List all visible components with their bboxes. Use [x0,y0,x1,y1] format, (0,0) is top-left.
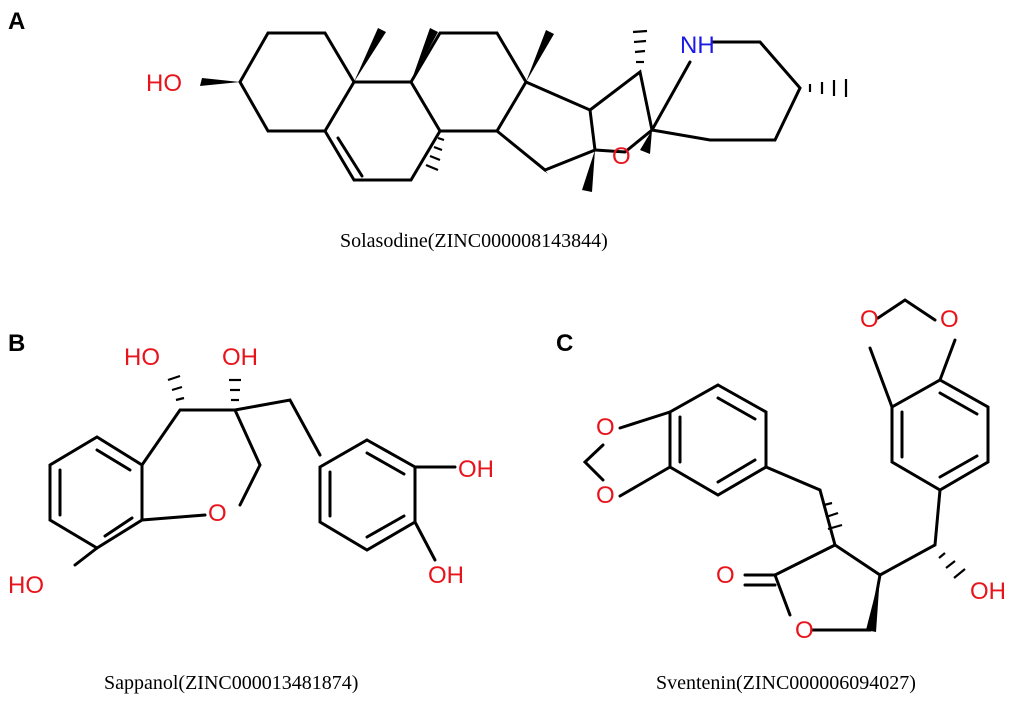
panel-label-b: B [8,330,26,357]
atom-label: HO [124,344,160,371]
sappanol-structure [48,374,457,567]
panel-label-a: A [8,8,26,35]
hashed-bond [823,501,966,579]
atom-label: HO [146,70,182,97]
atom-label: HO [8,572,44,599]
wedge-bond [411,28,438,82]
wedge-bond [200,78,240,86]
atom-label: O [596,482,615,509]
atom-label: O [716,562,735,589]
wedge-bond [354,28,386,82]
atom-label: OH [428,562,464,589]
atom-label: O [208,500,227,527]
hashed-bond [425,29,848,172]
atom-label: O [612,143,631,170]
atom-label: O [596,414,615,441]
atom-label: OH [222,344,258,371]
caption-sventenin: Sventenin(ZINC000006094027) [656,672,916,694]
atom-label: O [795,617,814,644]
solasodine-structure [200,28,848,192]
wedge-bond [640,130,652,154]
atom-label: NH [680,32,715,59]
caption-sappanol: Sappanol(ZINC000013481874) [104,672,359,694]
wedge-bond [526,30,554,82]
sventenin-structure [582,298,990,632]
atom-label: O [940,306,959,333]
wedge-bond [582,150,595,192]
wedge-bond [866,575,880,632]
atom-label: OH [970,578,1006,605]
hashed-bond [167,374,241,402]
caption-solasodine: Solasodine(ZINC000008143844) [340,230,608,252]
wedge-bond [497,131,548,174]
atom-label: O [860,306,879,333]
panel-label-c: C [556,330,574,357]
atom-label: OH [458,456,494,483]
